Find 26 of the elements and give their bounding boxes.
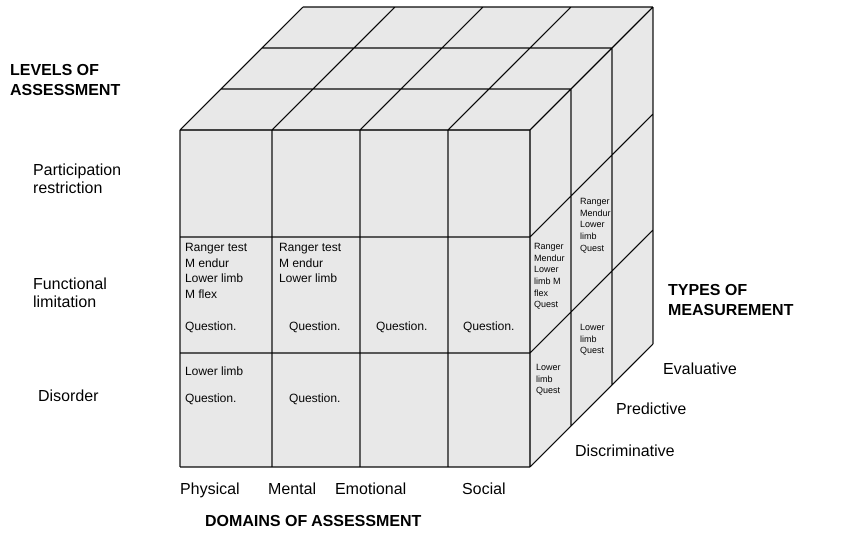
row-label: Functional limitation <box>33 276 108 313</box>
row-label: Participation restriction <box>33 162 122 199</box>
axis-title: TYPES OF MEASUREMENT <box>668 281 794 321</box>
row-label: Disorder <box>38 387 98 406</box>
column-label: Predictive <box>616 400 686 420</box>
cell-text: Ranger Mendur Lower limb M flex Quest <box>534 241 565 312</box>
axis-title: LEVELS OF ASSESSMENT <box>10 61 122 101</box>
cell-text: Question. <box>463 319 514 335</box>
cell-text: Question. <box>185 319 236 335</box>
cell-text: Question. <box>185 391 236 407</box>
column-label: Evaluative <box>663 360 737 380</box>
column-label: Discriminative <box>575 442 675 462</box>
cell-text: Lower limb Quest <box>580 322 606 358</box>
cell-text: Lower limb <box>185 364 244 380</box>
cell-text: Ranger test M endur Lower limb M flex <box>185 240 248 302</box>
column-label: Mental <box>268 480 316 500</box>
cell-text: Question. <box>289 391 340 407</box>
column-label: Physical <box>180 480 240 500</box>
column-label: Social <box>462 480 506 500</box>
axis-title: DOMAINS OF ASSESSMENT <box>205 512 422 532</box>
column-label: Emotional <box>335 480 406 500</box>
cell-text: Lower limb Quest <box>536 362 562 398</box>
cell-text: Question. <box>289 319 340 335</box>
cell-text: Question. <box>376 319 428 335</box>
cell-text: Ranger test M endur Lower limb <box>279 240 342 287</box>
cell-text: Ranger Mendur Lower limb Quest <box>580 196 612 254</box>
